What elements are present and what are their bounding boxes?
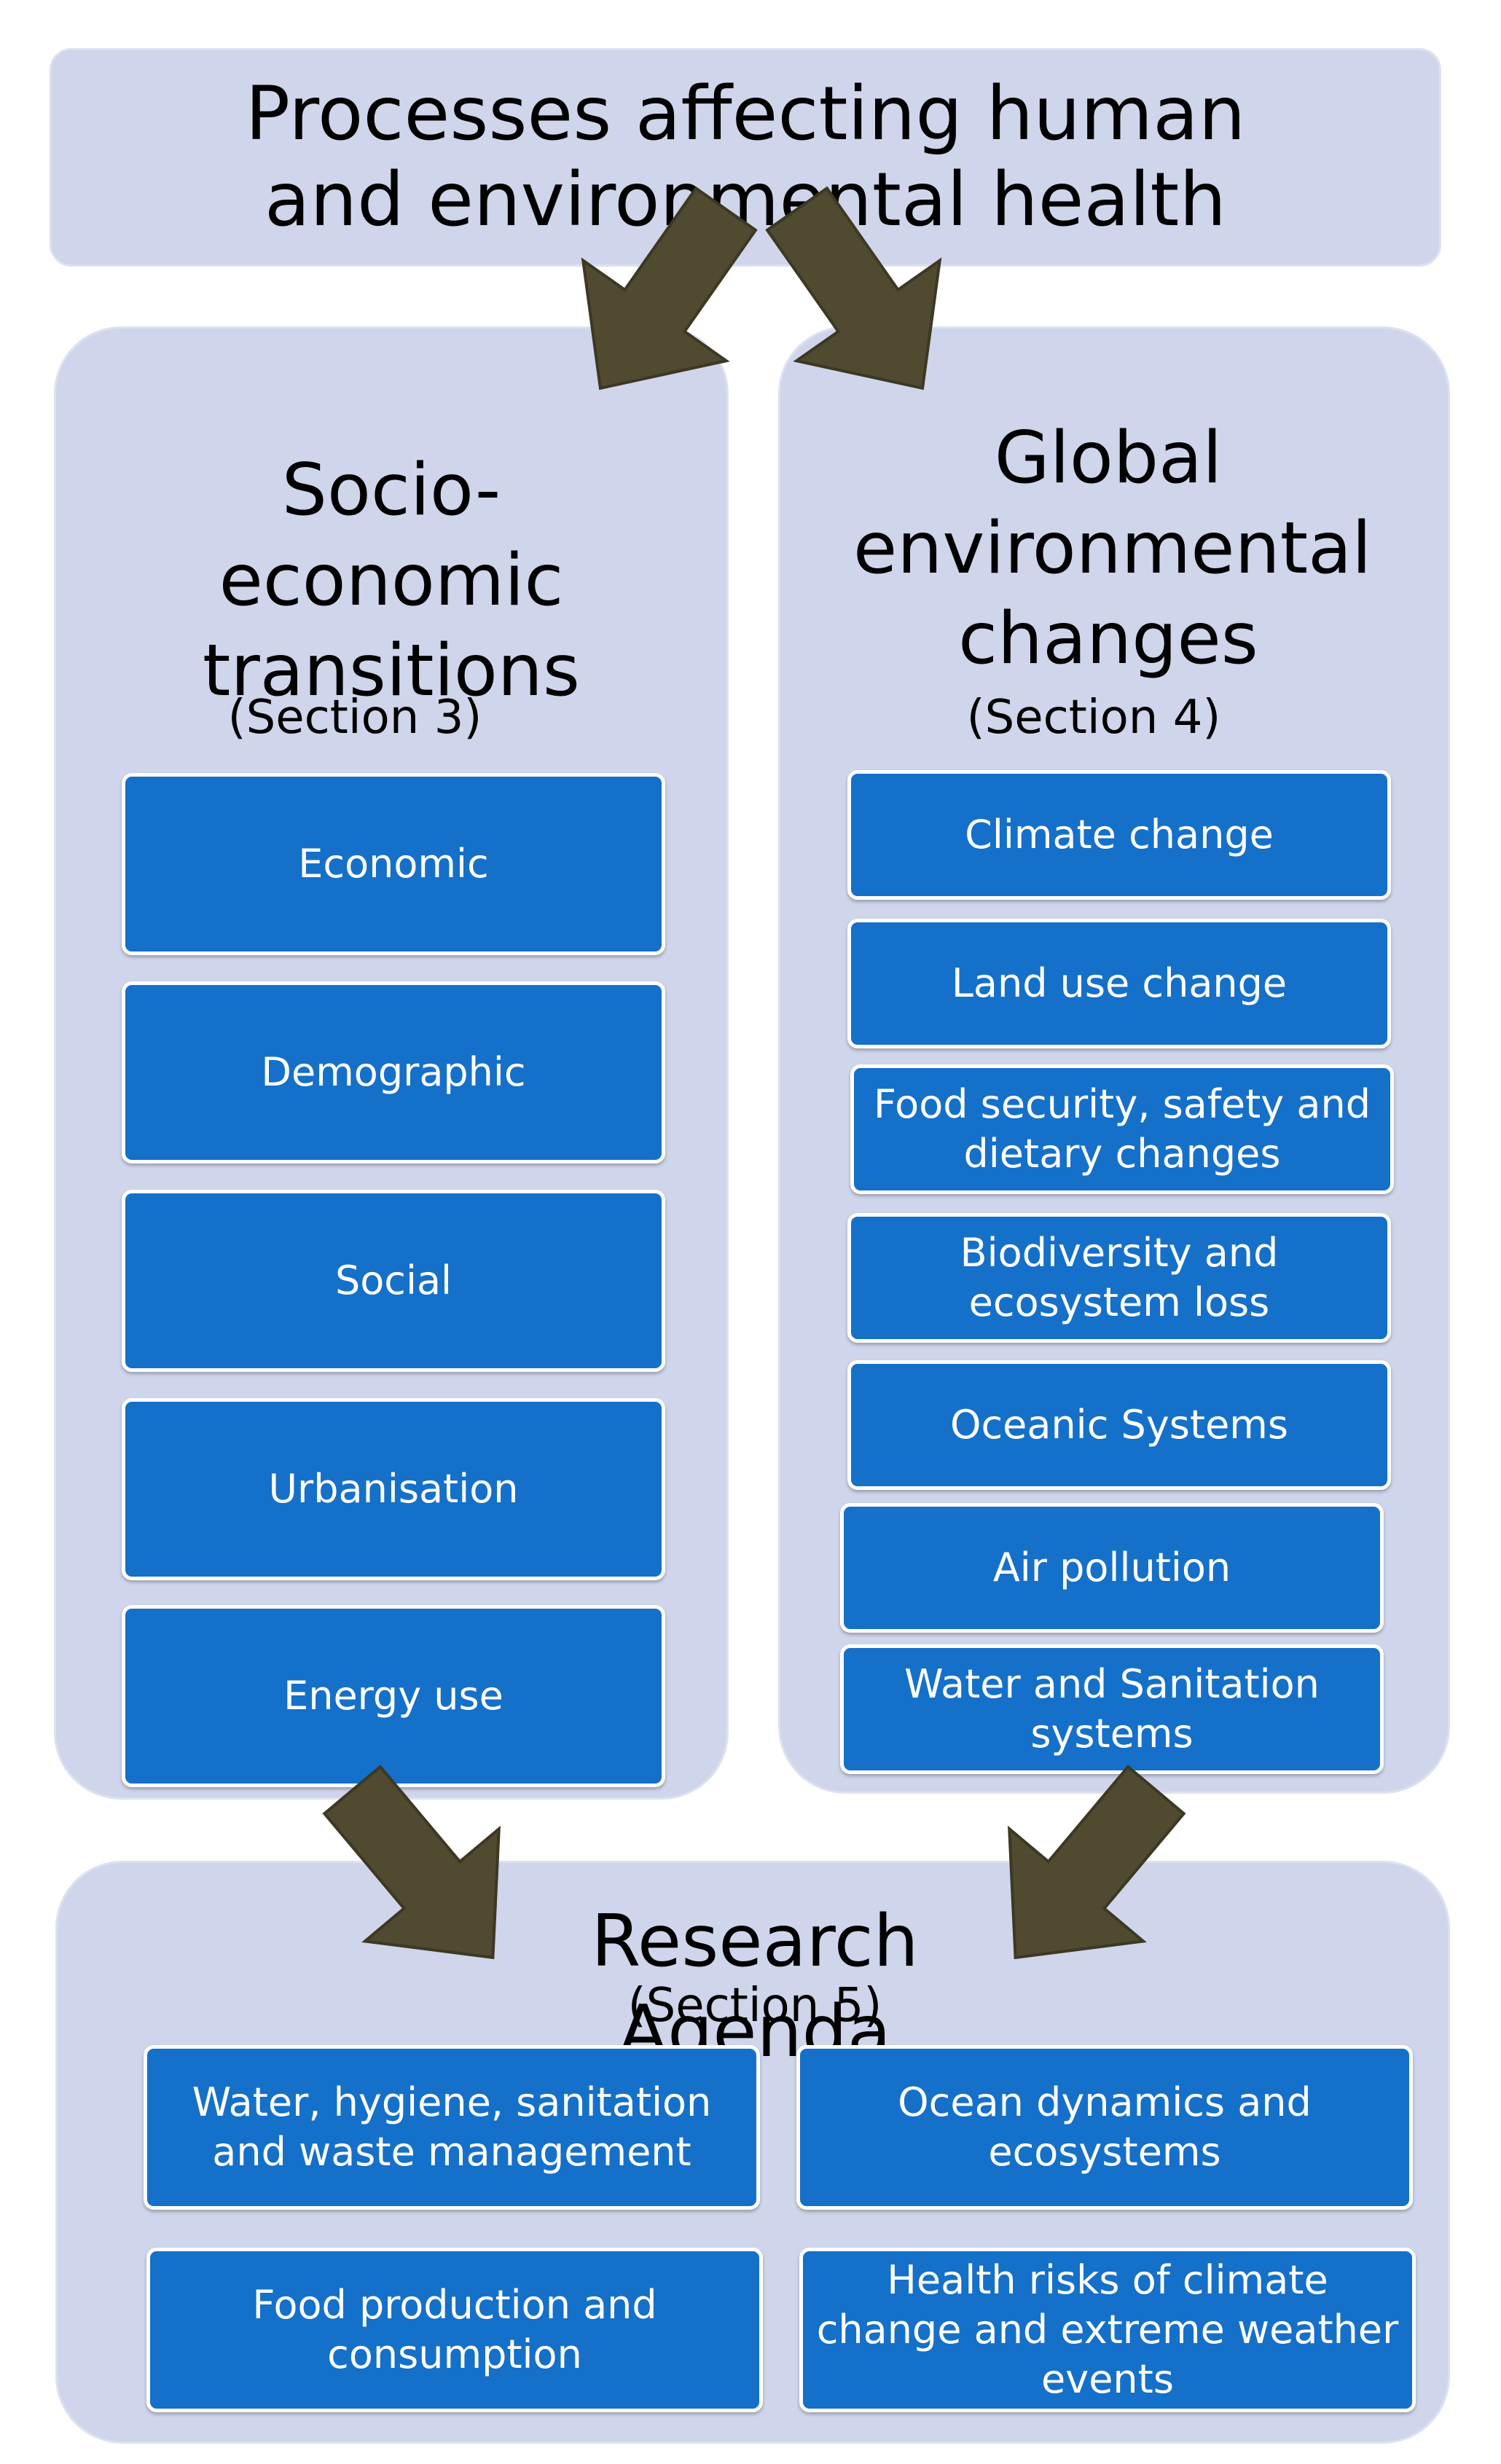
left-item-demographic: Demographic — [122, 981, 665, 1164]
left-item-energy-use: Energy use — [122, 1605, 665, 1787]
right-item-oceanic-systems: Oceanic Systems — [847, 1360, 1391, 1490]
global-environmental-section: (Section 4) — [966, 691, 1221, 745]
global-environmental-heading: Global environmental changes — [853, 417, 1372, 680]
socio-economic-heading: Socio-economic transitions — [203, 449, 580, 713]
research-item-ocean-dynamics: Ocean dynamics and ecosystems — [796, 2045, 1413, 2210]
right-item-air-pollution: Air pollution — [840, 1503, 1384, 1633]
top-panel: Processes affecting human and environmen… — [50, 48, 1441, 267]
socio-economic-section: (Section 3) — [227, 691, 482, 745]
research-item-food-production: Food production and consumption — [146, 2248, 763, 2412]
socio-economic-panel: Socio-economic transitions (Section 3) E… — [54, 326, 729, 1800]
left-item-urbanisation: Urbanisation — [122, 1398, 665, 1580]
global-environmental-panel: Global environmental changes (Section 4)… — [778, 326, 1450, 1794]
right-item-water-sanitation: Water and Sanitation systems — [840, 1644, 1384, 1774]
research-item-water-hygiene: Water, hygiene, sanitation and waste man… — [144, 2045, 760, 2210]
diagram-title: Processes affecting human and environmen… — [245, 71, 1246, 243]
left-item-social: Social — [122, 1190, 665, 1372]
research-item-health-risks: Health risks of climate change and extre… — [799, 2248, 1416, 2412]
research-agenda-panel: Research Agenda (Section 5) Water, hygie… — [55, 1861, 1450, 2444]
research-agenda-heading: Research Agenda — [591, 1900, 919, 2073]
right-item-food-security: Food security, safety and dietary change… — [850, 1064, 1394, 1194]
right-item-biodiversity: Biodiversity and ecosystem loss — [847, 1213, 1391, 1343]
research-agenda-section: (Section 5) — [627, 1979, 882, 2033]
right-item-climate-change: Climate change — [847, 770, 1391, 900]
right-item-land-use-change: Land use change — [847, 919, 1391, 1048]
left-item-economic: Economic — [122, 773, 665, 955]
